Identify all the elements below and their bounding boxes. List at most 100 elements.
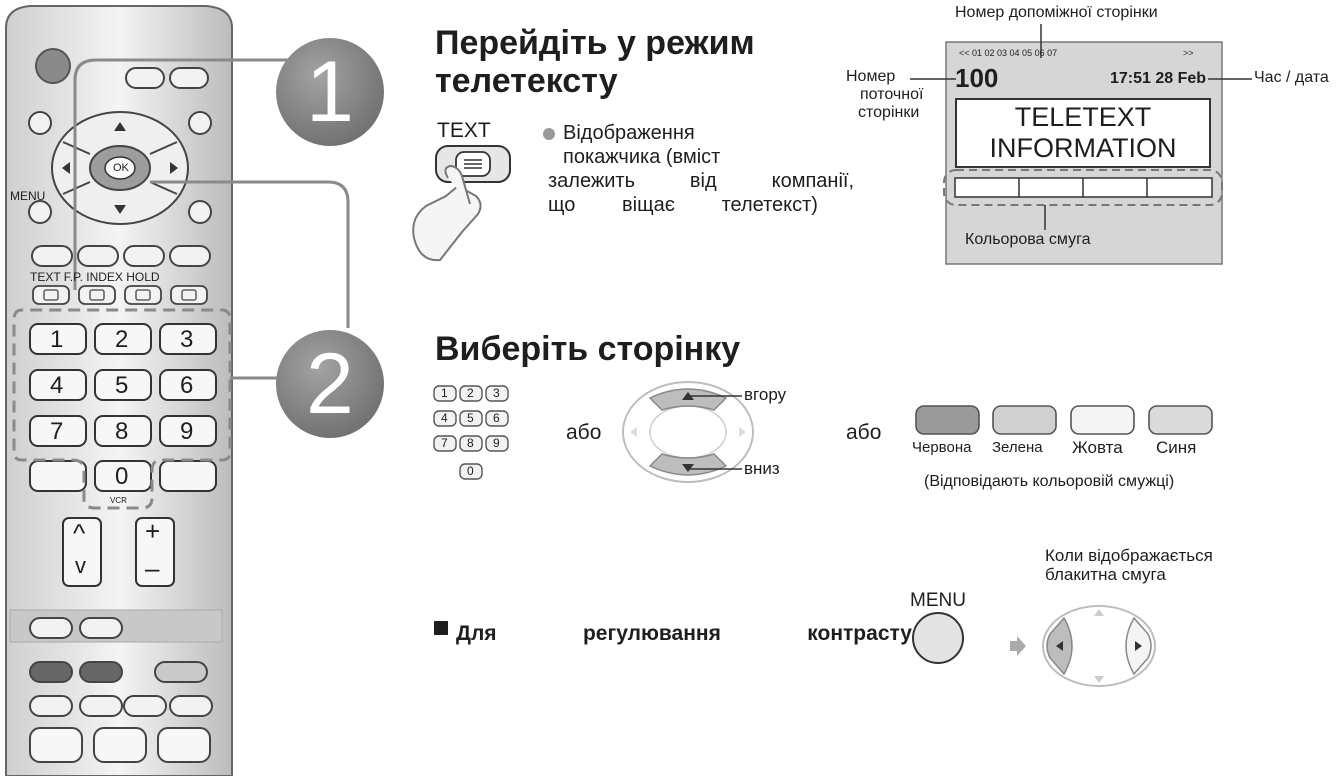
bullet-icon	[543, 128, 555, 140]
teletext-content-line2: INFORMATION	[989, 133, 1177, 163]
channel-volume-buttons[interactable]	[62, 517, 175, 587]
subpage-number-label: Номер допоміжної сторінки	[955, 4, 1158, 21]
small-key-5: 5	[467, 411, 474, 425]
volume-minus-icon: –	[145, 553, 160, 583]
contrast-title: Для регулювання контрасту	[456, 622, 912, 646]
step-1-title-line2: телетексту	[435, 62, 618, 100]
key-5-label: 5	[115, 372, 129, 399]
small-key-1: 1	[441, 386, 448, 400]
color-key-blue-label: Синя	[1156, 438, 1197, 457]
small-key-8: 8	[467, 436, 474, 450]
contrast-title-word2: регулювання	[582, 622, 721, 645]
color-keys-note: (Відповідають кольоровій смужці)	[924, 473, 1175, 490]
pressing-hand-icon	[412, 164, 482, 262]
color-key-red-label: Червона	[912, 439, 972, 456]
down-label: вниз	[744, 459, 780, 478]
color-key-yellow-label: Жовта	[1072, 438, 1123, 457]
bullet-line2: покажчика (вміст	[563, 146, 721, 168]
teletext-function-buttons[interactable]	[32, 285, 208, 305]
color-key-green-label: Зелена	[992, 439, 1043, 456]
key-2-label: 2	[115, 326, 129, 353]
remote-button-right-round[interactable]	[188, 111, 212, 135]
color-bar-label: Кольорова смуга	[965, 231, 1091, 248]
lower-buttons-remote[interactable]	[29, 617, 213, 763]
small-key-9: 9	[493, 436, 500, 450]
contrast-condition-line2: блакитна смуга	[1045, 565, 1166, 584]
bullet-line4-word3: телетекст)	[721, 194, 818, 216]
small-key-4: 4	[441, 411, 448, 425]
small-key-0: 0	[467, 464, 474, 478]
small-keypad-icon[interactable]	[433, 385, 509, 480]
bullet-line4: що віщає телетекст)	[548, 194, 818, 217]
current-page-label-line1: Номер	[846, 68, 896, 85]
key-6-label: 6	[180, 372, 194, 399]
contrast-menu-label: MENU	[910, 590, 966, 611]
teletext-content-line1: TELETEXT	[1014, 102, 1152, 132]
step-2-title: Виберіть сторінку	[435, 330, 741, 368]
contrast-condition: Коли відображається блакитна смуга	[1045, 546, 1213, 584]
contrast-title-word1: Для	[456, 622, 497, 645]
text-button-label: TEXT	[437, 119, 491, 142]
menu-button-illustration[interactable]	[912, 612, 964, 664]
channel-down-icon: v	[75, 553, 86, 578]
remote-ok-label: OK	[113, 162, 129, 174]
or-label-1: або	[566, 421, 602, 444]
channel-up-icon: ^	[73, 518, 86, 548]
exit-button-remote[interactable]	[188, 200, 212, 224]
teletext-screen	[910, 24, 1252, 265]
key-7-label: 7	[50, 418, 64, 445]
small-key-6: 6	[493, 411, 500, 425]
step-1-title-line1: Перейдіть у режим	[435, 24, 755, 62]
remote-row-labels: TEXT F.P. INDEX HOLD	[30, 270, 160, 284]
text-button-illustration[interactable]	[435, 145, 511, 183]
up-down-ring[interactable]	[622, 381, 754, 483]
teletext-content: TELETEXT INFORMATION	[956, 102, 1210, 164]
remote-button-top2[interactable]	[169, 67, 209, 89]
small-key-7: 7	[441, 436, 448, 450]
key-9-label: 9	[180, 418, 194, 445]
arrow-right-icon	[1010, 636, 1026, 656]
section-square-bullet	[434, 621, 448, 635]
step-2-number: 2	[306, 336, 354, 432]
color-keys-illustration[interactable]	[915, 405, 1213, 435]
key-1-label: 1	[50, 326, 64, 353]
bullet-line1: Відображення	[563, 122, 695, 144]
or-label-2: або	[846, 421, 882, 444]
ok-button[interactable]	[89, 145, 151, 191]
contrast-condition-line1: Коли відображається	[1045, 546, 1213, 565]
step-1-badge	[276, 38, 384, 146]
color-buttons-remote[interactable]	[31, 245, 211, 267]
small-key-2: 2	[467, 386, 474, 400]
remote-menu-label: MENU	[10, 189, 46, 203]
key-3-label: 3	[180, 326, 194, 353]
remote-button-left-round[interactable]	[28, 111, 52, 135]
step-2-badge	[276, 330, 384, 438]
remote-button-top1[interactable]	[125, 67, 165, 89]
current-page-label: Номер поточної сторінки	[846, 68, 923, 122]
time-date: 17:51 28 Feb	[1110, 70, 1207, 87]
menu-button-remote[interactable]	[28, 200, 52, 224]
subpage-row: << 01 02 03 04 05 06 07	[959, 48, 1058, 58]
current-page-label-line2: поточної	[860, 86, 924, 103]
volume-plus-icon: +	[145, 516, 161, 546]
numeric-keys-remote[interactable]	[29, 323, 217, 492]
up-label: вгору	[744, 385, 787, 404]
time-date-label: Час / дата	[1254, 69, 1329, 86]
vcr-label: VCR	[110, 496, 127, 505]
step-1-bullet-text: Відображення покажчика (вміст залежить в…	[548, 122, 854, 217]
current-page-label-line3: сторінки	[858, 104, 920, 121]
key-8-label: 8	[115, 418, 129, 445]
step-1-title: Перейдіть у режим телетексту	[435, 24, 755, 100]
power-button[interactable]	[35, 48, 71, 84]
page-number: 100	[955, 63, 999, 93]
subpage-next: >>	[1183, 48, 1194, 58]
step-1-number: 1	[306, 44, 354, 140]
left-right-ring[interactable]	[1042, 605, 1156, 687]
bullet-line4-word2: віщає	[622, 194, 675, 216]
bullet-line3: залежить від компанії,	[548, 170, 854, 193]
bullet-line3-word3: компанії,	[771, 170, 854, 192]
contrast-title-word3: контрасту	[807, 622, 912, 645]
bullet-line4-word1: що	[548, 194, 576, 216]
key-4-label: 4	[50, 372, 64, 399]
